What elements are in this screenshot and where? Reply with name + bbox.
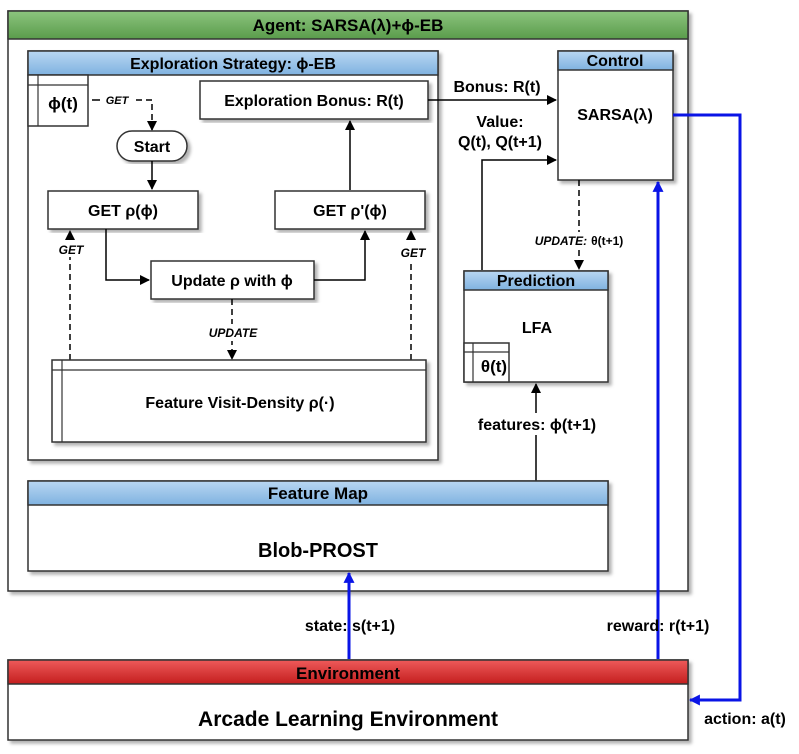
update-label: UPDATE	[209, 326, 258, 340]
get-rho-to-update-arrow	[105, 229, 150, 285]
get-arrow-top	[136, 99, 157, 131]
environment-body: Arcade Learning Environment	[198, 708, 498, 731]
value-label-line2: Q(t), Q(t+1)	[458, 134, 542, 151]
feature-map-title: Feature Map	[268, 484, 368, 503]
get-rho-prime-phi-box: GET ρ'(ϕ)	[274, 190, 426, 230]
exploration-bonus-box: Exploration Bonus: R(t)	[199, 80, 429, 120]
features-label-bg	[466, 413, 608, 435]
control-container: Control SARSA(λ)	[557, 50, 674, 181]
feature-map-container: Feature Map Blob-PROST	[27, 480, 609, 572]
get-label-left-bg	[54, 241, 88, 257]
value-label-line1: Value:	[476, 114, 523, 131]
environment-container: Environment Arcade Learning Environment	[7, 659, 689, 741]
update-rho-label: Update ρ with ϕ	[171, 273, 292, 290]
agent-title: Agent: SARSA(λ)+ϕ-EB	[253, 16, 444, 35]
update-to-get-rho-prime-arrow	[314, 230, 370, 281]
phi-t-label: ϕ(t)	[48, 94, 78, 113]
get-label-top: GET	[106, 95, 130, 107]
features-label: features: ϕ(t+1)	[478, 417, 596, 434]
start-label: Start	[134, 139, 171, 156]
action-arrow	[673, 113, 742, 706]
update-rho-box: Update ρ with ϕ	[150, 260, 315, 300]
bonus-label: Bonus: R(t)	[453, 79, 540, 96]
get-label-left: GET	[59, 243, 85, 257]
state-label: state: s(t+1)	[305, 618, 395, 635]
get-rho-prime-phi-label: GET ρ'(ϕ)	[313, 203, 387, 220]
prediction-body: LFA	[522, 320, 553, 337]
update-label-bg	[200, 324, 266, 341]
get-rho-phi-label: GET ρ(ϕ)	[88, 203, 158, 220]
exploration-strategy-title: Exploration Strategy: ϕ-EB	[130, 56, 336, 73]
feature-visit-density-store: Feature Visit-Density ρ(·)	[51, 359, 427, 443]
prediction-container: Prediction LFA θ(t)	[463, 270, 609, 383]
control-body: SARSA(λ)	[577, 107, 653, 124]
phi-t-store: ϕ(t)	[27, 74, 89, 127]
feature-map-body: Blob-PROST	[258, 540, 378, 562]
reward-label: reward: r(t+1)	[607, 618, 710, 635]
action-label: action: a(t)	[704, 711, 786, 728]
update-theta-label: UPDATE: θ(t+1)	[535, 234, 624, 248]
feature-visit-density-label: Feature Visit-Density ρ(·)	[145, 395, 334, 412]
environment-title: Environment	[296, 664, 400, 683]
update-theta-label-bg	[526, 232, 634, 250]
get-label-right-bg	[395, 244, 429, 260]
theta-t-label: θ(t)	[481, 357, 507, 376]
value-arrow	[481, 155, 557, 270]
prediction-title: Prediction	[497, 273, 575, 290]
update-theta-prefix: UPDATE:	[535, 234, 587, 248]
get-label-right: GET	[401, 246, 427, 260]
update-theta-value: θ(t+1)	[591, 234, 623, 248]
start-node: Start	[116, 130, 188, 162]
exploration-bonus-label: Exploration Bonus: R(t)	[224, 93, 404, 110]
control-title: Control	[587, 53, 644, 70]
get-rho-phi-box: GET ρ(ϕ)	[47, 190, 199, 230]
